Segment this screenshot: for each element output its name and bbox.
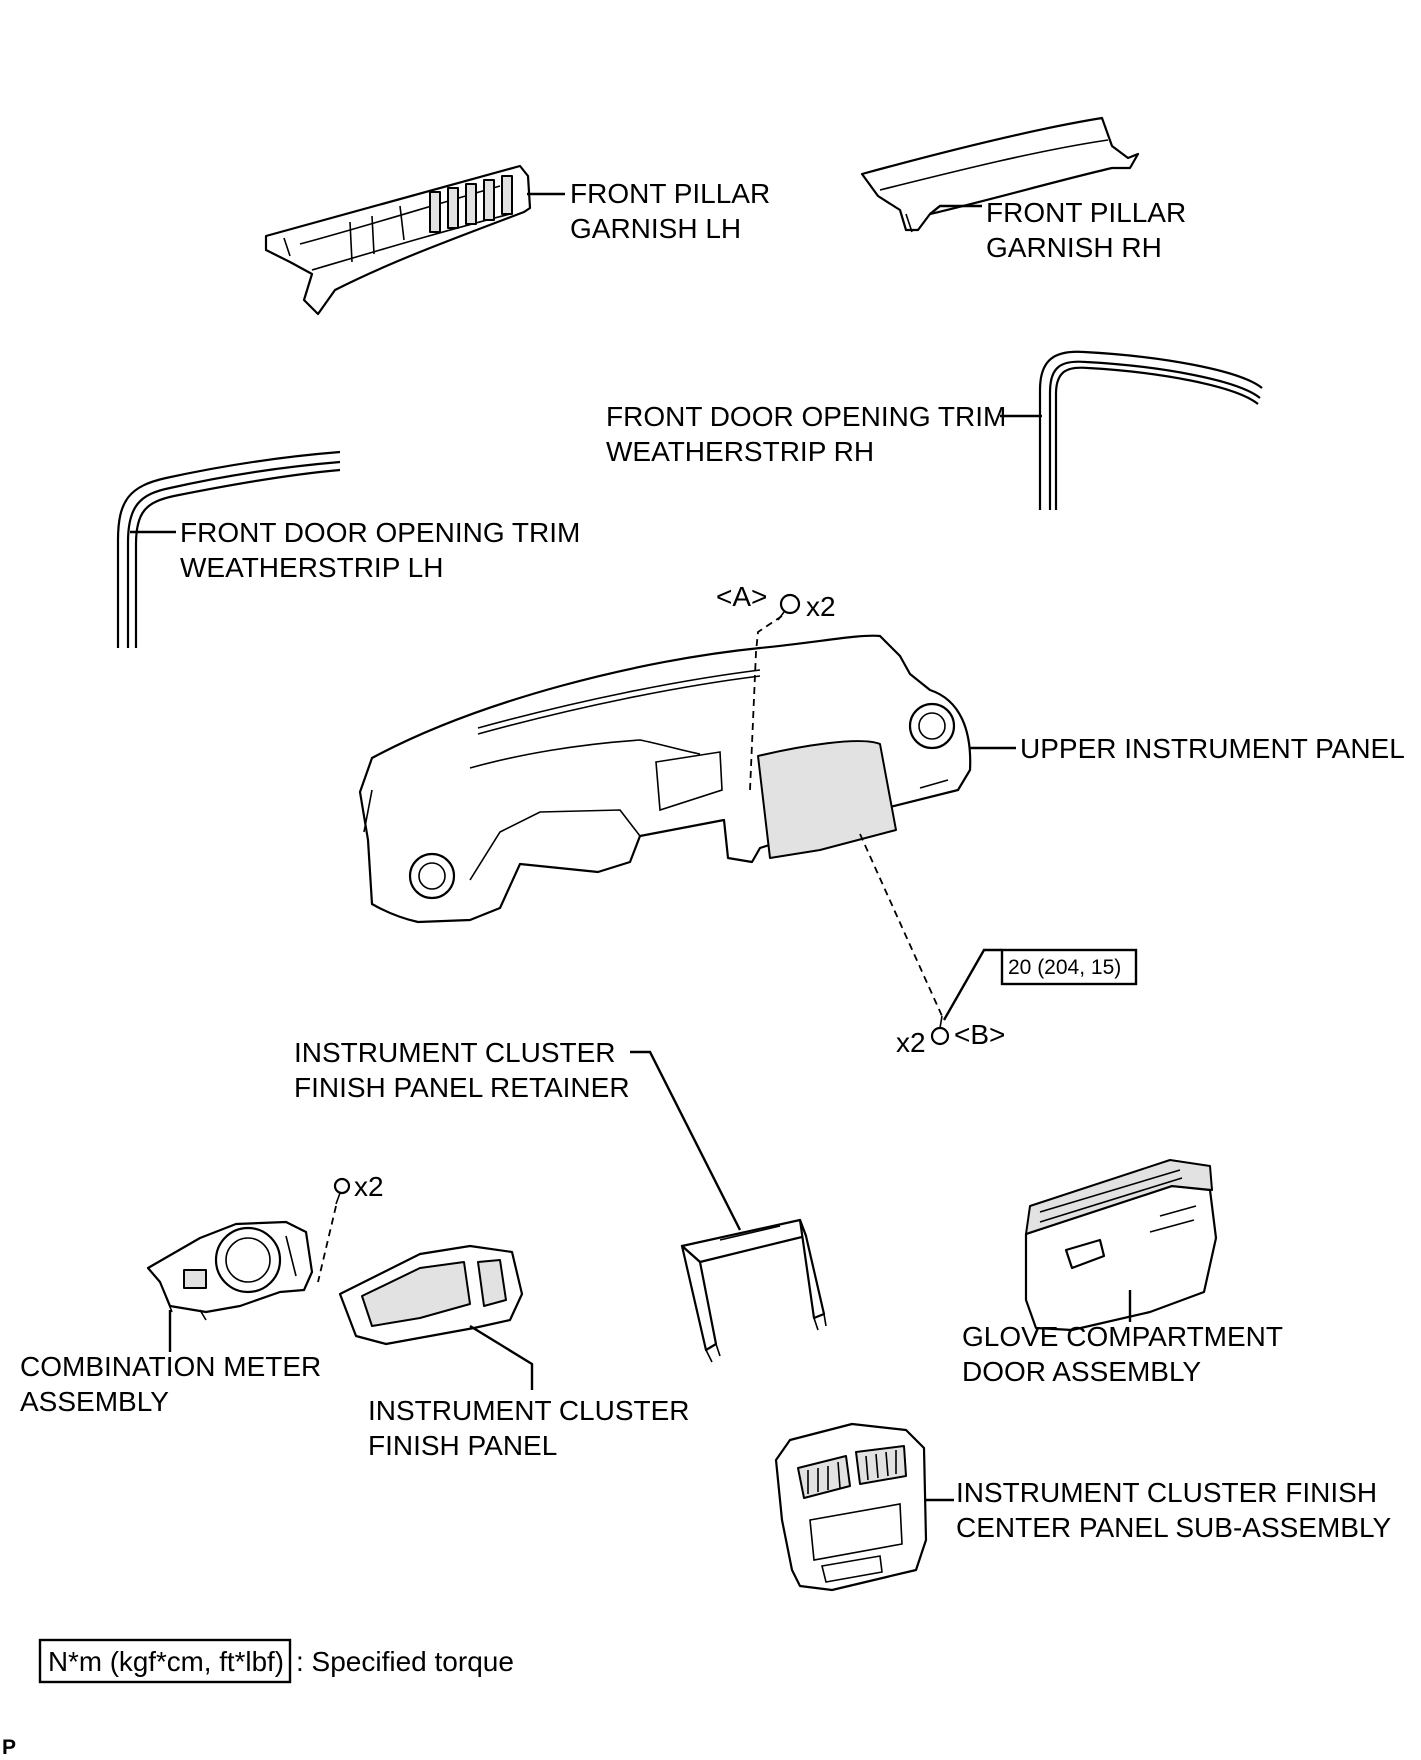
- label-meter-fastener-qty: x2: [354, 1171, 384, 1202]
- front-door-trim-lh-part: [116, 450, 341, 648]
- label-fastener-a-qty: x2: [806, 591, 836, 622]
- torque-spec-text: 20 (204, 15): [1008, 956, 1121, 979]
- leader-retainer: [630, 1050, 742, 1231]
- legend-description: : Specified torque: [296, 1646, 514, 1677]
- label-center-panel-1: INSTRUMENT CLUSTER FINISH: [956, 1477, 1377, 1508]
- meter-fastener: [333, 1177, 351, 1205]
- label-retainer-2: FINISH PANEL RETAINER: [294, 1072, 630, 1103]
- leader-cluster-finish-panel: [469, 1324, 534, 1390]
- leader-front-pillar-rh: [929, 204, 982, 215]
- center-panel-part: [774, 1422, 928, 1592]
- glove-compartment-part: [1024, 1159, 1218, 1332]
- label-center-panel-2: CENTER PANEL SUB-ASSEMBLY: [956, 1512, 1391, 1543]
- label-door-trim-lh-2: WEATHERSTRIP LH: [180, 552, 443, 583]
- retainer-part: [680, 1218, 827, 1363]
- fastener-a: [777, 593, 801, 621]
- label-front-pillar-lh-1: FRONT PILLAR: [570, 178, 770, 209]
- torque-spec-box: [1000, 948, 1138, 986]
- front-door-trim-rh-part: [1038, 350, 1263, 510]
- label-fastener-b: <B>: [954, 1019, 1005, 1050]
- dashed-line-a: [749, 615, 783, 791]
- label-front-pillar-rh-1: FRONT PILLAR: [986, 197, 1186, 228]
- label-front-pillar-rh-2: GARNISH RH: [986, 232, 1162, 263]
- label-fastener-b-qty: x2: [896, 1027, 926, 1058]
- corner-mark: P: [2, 1736, 16, 1759]
- label-door-trim-lh-1: FRONT DOOR OPENING TRIM: [180, 517, 580, 548]
- label-combination-meter-1: COMBINATION METER: [20, 1351, 321, 1382]
- dashed-line-b: [859, 833, 943, 1017]
- label-cluster-finish-panel-1: INSTRUMENT CLUSTER: [368, 1395, 690, 1426]
- label-cluster-finish-panel-2: FINISH PANEL: [368, 1430, 557, 1461]
- upper-instrument-panel-part: [358, 634, 972, 924]
- legend-torque-box: [38, 1638, 292, 1684]
- label-front-pillar-lh-2: GARNISH LH: [570, 213, 741, 244]
- label-door-trim-rh-1: FRONT DOOR OPENING TRIM: [606, 401, 1006, 432]
- label-upper-panel: UPPER INSTRUMENT PANEL: [1020, 733, 1405, 764]
- dashed-line-meter: [317, 1205, 337, 1283]
- combination-meter-part: [146, 1220, 314, 1321]
- leader-torque-b: [942, 948, 1002, 1021]
- label-glove-compartment-2: DOOR ASSEMBLY: [962, 1356, 1201, 1387]
- fastener-b: [930, 1015, 950, 1046]
- label-combination-meter-2: ASSEMBLY: [20, 1386, 169, 1417]
- front-pillar-garnish-lh-part: [264, 164, 532, 316]
- label-glove-compartment-1: GLOVE COMPARTMENT: [962, 1321, 1283, 1352]
- front-pillar-garnish-rh-part: [860, 116, 1140, 233]
- cluster-finish-panel-part: [338, 1244, 524, 1346]
- label-retainer-1: INSTRUMENT CLUSTER: [294, 1037, 616, 1068]
- label-fastener-a: <A>: [716, 581, 767, 612]
- legend-box-text: N*m (kgf*cm, ft*lbf): [48, 1646, 284, 1677]
- label-door-trim-rh-2: WEATHERSTRIP RH: [606, 436, 874, 467]
